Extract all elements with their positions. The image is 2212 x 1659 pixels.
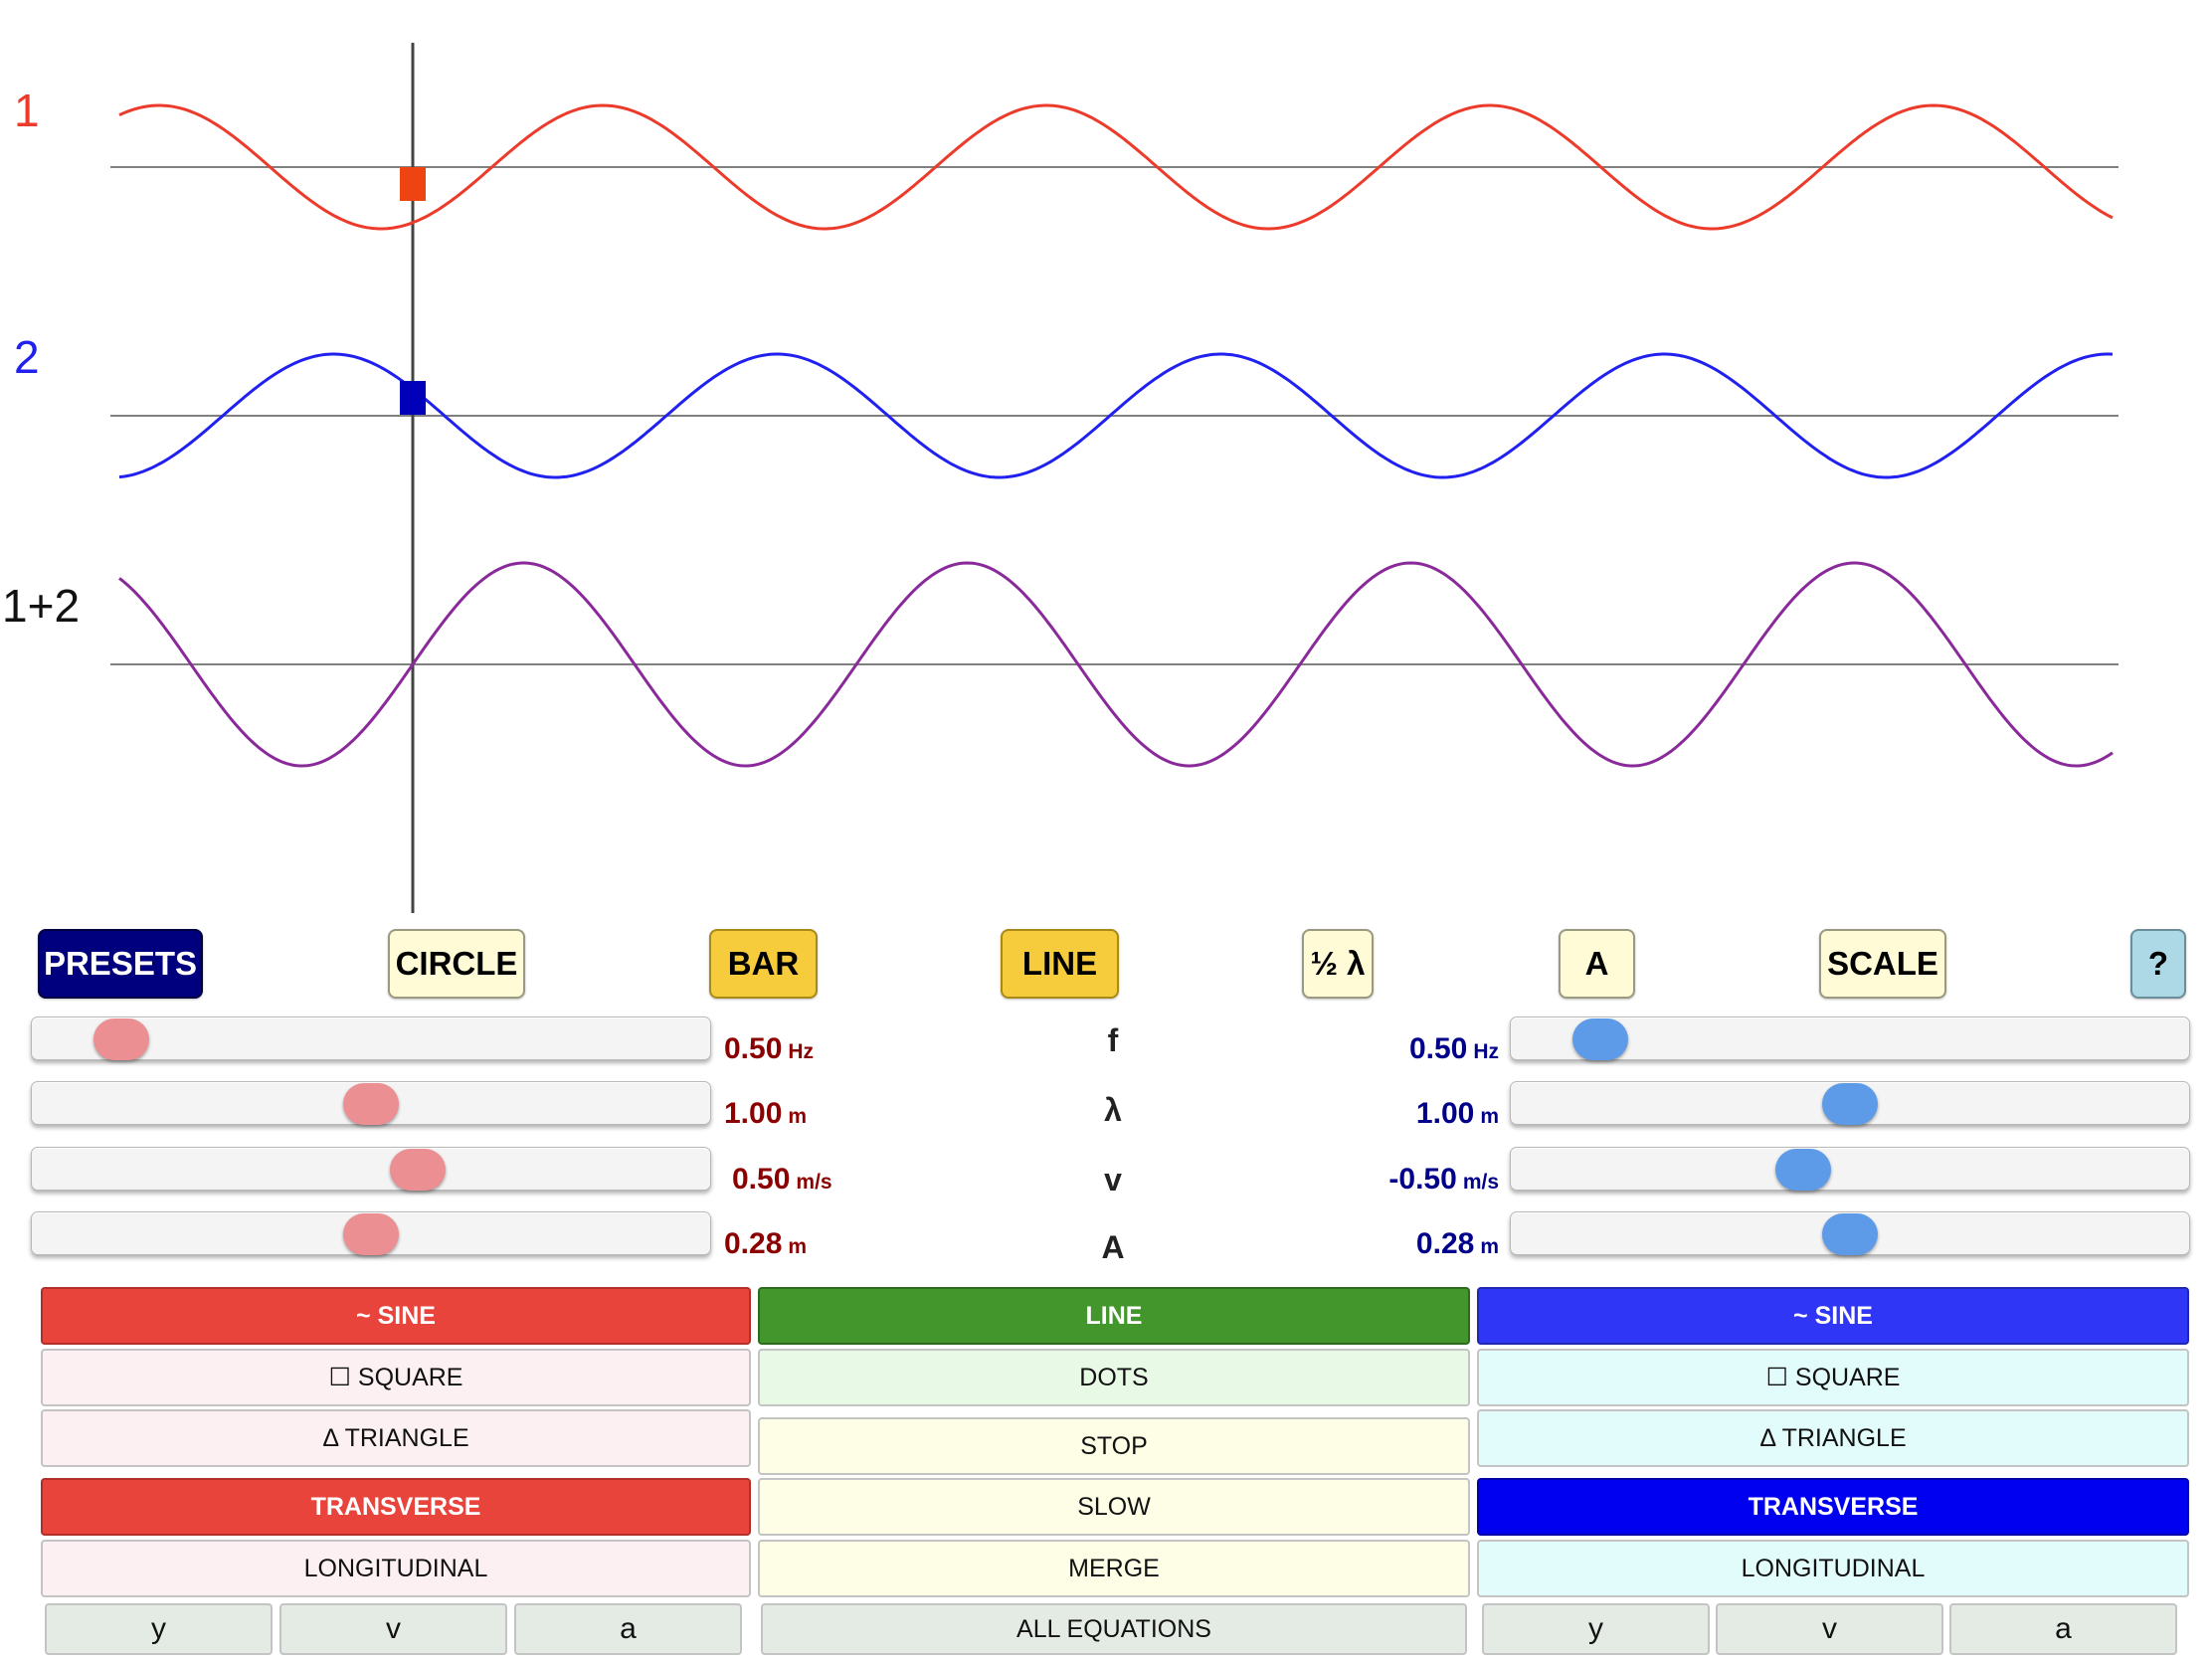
- scale-button[interactable]: SCALE: [1819, 929, 1946, 999]
- slider-knob[interactable]: [343, 1083, 399, 1125]
- slider-knob[interactable]: [1822, 1213, 1878, 1255]
- wave2-transverse-button[interactable]: TRANSVERSE: [1477, 1478, 2189, 1536]
- wave1-v-button[interactable]: v: [279, 1603, 507, 1655]
- wave1-a-button[interactable]: a: [514, 1603, 742, 1655]
- slider-knob[interactable]: [1822, 1083, 1878, 1125]
- wave1-speed-slider[interactable]: [31, 1147, 711, 1191]
- dots-button[interactable]: DOTS: [758, 1349, 1470, 1406]
- wave2-triangle-button[interactable]: Δ TRIANGLE: [1477, 1409, 2189, 1467]
- line-view-button[interactable]: LINE: [1001, 929, 1119, 999]
- wave-display: [110, 43, 2119, 913]
- slider-knob[interactable]: [390, 1149, 446, 1191]
- wave2-label: 2: [14, 331, 40, 383]
- wave2-sine-button[interactable]: ~ SINE: [1477, 1287, 2189, 1345]
- wave1-square-button[interactable]: ☐ SQUARE: [41, 1349, 751, 1406]
- wave2-longitudinal-button[interactable]: LONGITUDINAL: [1477, 1540, 2189, 1597]
- wave1-curve: [118, 103, 2114, 231]
- wavelength-symbol: λ: [1104, 1092, 1122, 1128]
- wave2-y-button[interactable]: y: [1482, 1603, 1710, 1655]
- sum-curve: [118, 561, 2114, 768]
- speed-symbol: v: [1104, 1162, 1122, 1198]
- stop-button[interactable]: STOP: [758, 1417, 1470, 1475]
- slow-button[interactable]: SLOW: [758, 1478, 1470, 1536]
- circle-button[interactable]: CIRCLE: [388, 929, 525, 999]
- half-lambda-button[interactable]: ½ λ: [1302, 929, 1374, 999]
- wave2-amplitude-slider[interactable]: [1510, 1211, 2190, 1255]
- all-equations-button[interactable]: ALL EQUATIONS: [761, 1603, 1467, 1655]
- wave2-a-button[interactable]: a: [1949, 1603, 2177, 1655]
- wave1-y-button[interactable]: y: [45, 1603, 273, 1655]
- wave2-frequency-slider[interactable]: [1510, 1016, 2190, 1060]
- wave2-wavelength-slider[interactable]: [1510, 1081, 2190, 1125]
- amplitude-button[interactable]: A: [1559, 929, 1635, 999]
- wave2-marker[interactable]: [400, 381, 426, 415]
- wave2-curve: [118, 352, 2114, 479]
- wave1-amplitude-slider[interactable]: [31, 1211, 711, 1255]
- wave1-wavelength-slider[interactable]: [31, 1081, 711, 1125]
- wave2-speed-slider[interactable]: [1510, 1147, 2190, 1191]
- merge-button[interactable]: MERGE: [758, 1540, 1470, 1597]
- wave1-triangle-button[interactable]: Δ TRIANGLE: [41, 1409, 751, 1467]
- slider-knob[interactable]: [93, 1018, 149, 1060]
- wave1-frequency-slider[interactable]: [31, 1016, 711, 1060]
- bar-button[interactable]: BAR: [709, 929, 818, 999]
- wave1-sine-button[interactable]: ~ SINE: [41, 1287, 751, 1345]
- slider-knob[interactable]: [1775, 1149, 1831, 1191]
- wave1-transverse-button[interactable]: TRANSVERSE: [41, 1478, 751, 1536]
- sum-label: 1+2: [2, 580, 81, 632]
- center-line-button[interactable]: LINE: [758, 1287, 1470, 1345]
- wave2-v-button[interactable]: v: [1716, 1603, 1943, 1655]
- wave1-label: 1: [14, 85, 40, 136]
- wave1-marker[interactable]: [400, 167, 426, 201]
- amplitude-symbol: A: [1101, 1229, 1125, 1265]
- slider-knob[interactable]: [343, 1213, 399, 1255]
- wave1-longitudinal-button[interactable]: LONGITUDINAL: [41, 1540, 751, 1597]
- presets-button[interactable]: PRESETS: [38, 929, 203, 999]
- slider-knob[interactable]: [1572, 1018, 1628, 1060]
- frequency-symbol: f: [1107, 1022, 1119, 1058]
- wave2-square-button[interactable]: ☐ SQUARE: [1477, 1349, 2189, 1406]
- help-button[interactable]: ?: [2130, 929, 2186, 999]
